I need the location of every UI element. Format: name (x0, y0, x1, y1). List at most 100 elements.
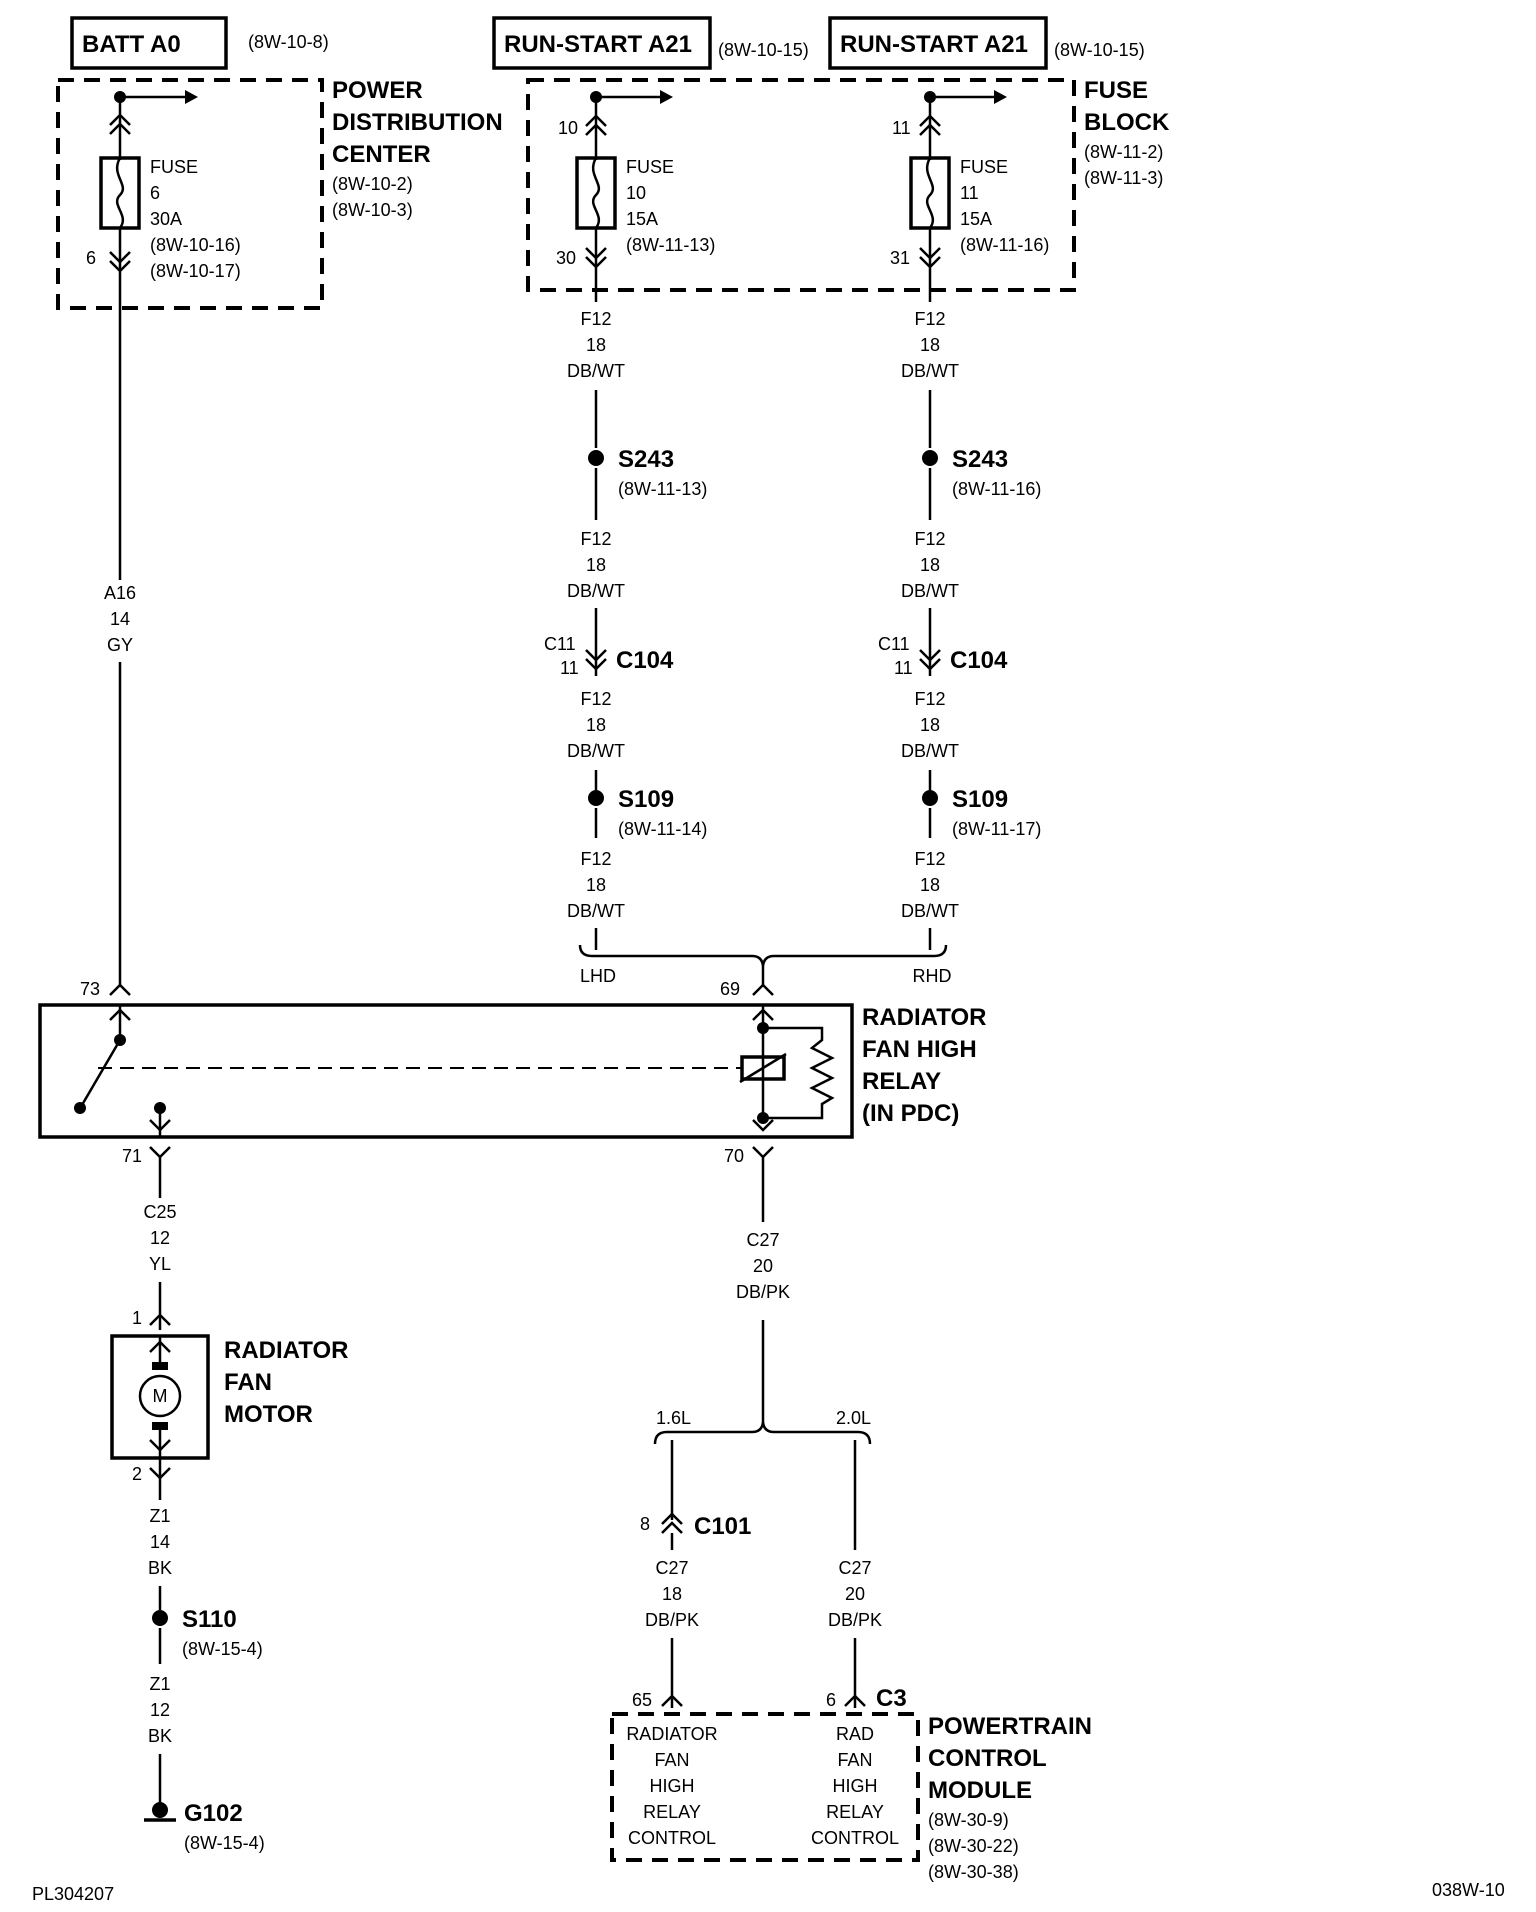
c104-rhd-cavity: C11 (878, 634, 910, 654)
relay-pin-73: 73 (80, 979, 100, 999)
s243-lhd-ref: (8W-11-13) (618, 479, 707, 499)
rhd-label: RHD (913, 966, 952, 986)
wire-c27-main-circuit: C27 (746, 1230, 779, 1250)
g102-label: G102 (184, 1800, 243, 1827)
wire-c27-main-gauge: 20 (753, 1256, 773, 1276)
c104-rhd-label: C104 (950, 647, 1008, 674)
wire-c27-main-color: DB/PK (736, 1282, 790, 1302)
batt-a0-ref: (8W-10-8) (248, 32, 329, 52)
fuse-11 (909, 156, 951, 230)
splice-s243-lhd (588, 450, 604, 466)
rhd-w1-gauge: 18 (920, 335, 940, 355)
wire-z1-b-circuit: Z1 (149, 1674, 170, 1694)
s109-rhd-ref: (8W-11-17) (952, 819, 1041, 839)
pcm-left-ctrl-4: RELAY (643, 1802, 701, 1822)
pcm-right-ctrl-4: RELAY (826, 1802, 884, 1822)
rhd-w1-circuit: F12 (914, 309, 945, 329)
fuse6-rating: 30A (150, 209, 182, 229)
run-start-source-1: RUN-START A21 (8W-10-15) (492, 16, 809, 70)
powertrain-control-module: POWERTRAIN CONTROL MODULE (8W-30-9) (8W-… (610, 1712, 1092, 1882)
run-start-label-2: RUN-START A21 (840, 31, 1028, 58)
wire-z1-a-circuit: Z1 (149, 1506, 170, 1526)
relay-title-3: RELAY (862, 1068, 941, 1095)
fuse6-ref-2: (8W-10-17) (150, 261, 241, 281)
g102-ref: (8W-15-4) (184, 1833, 265, 1853)
fuse6-ref-1: (8W-10-16) (150, 235, 241, 255)
relay-title-1: RADIATOR (862, 1004, 986, 1031)
c101-label: C101 (694, 1513, 751, 1540)
s110-label: S110 (182, 1606, 237, 1633)
pdc-title-line1: POWER (332, 77, 423, 104)
rhd-branch: F12 18 DB/WT S243 (8W-11-16) F12 18 DB/W… (878, 290, 1041, 986)
pcm-ref-2: (8W-30-22) (928, 1836, 1019, 1856)
batt-a0-label: BATT A0 (82, 31, 181, 58)
s243-rhd-label: S243 (952, 446, 1008, 473)
power-distribution-center: POWER DISTRIBUTION CENTER (8W-10-2) (8W-… (56, 77, 503, 310)
wire-c27-16l-circuit: C27 (655, 1558, 688, 1578)
wire-a16-circuit: A16 (104, 583, 136, 603)
fan-motor-title-3: MOTOR (224, 1401, 313, 1428)
fuse-block-title-1: FUSE (1084, 77, 1148, 104)
fan-motor-pin-2: 2 (132, 1464, 142, 1484)
fuse10-number: 10 (626, 183, 646, 203)
pcm-ref-3: (8W-30-38) (928, 1862, 1019, 1882)
wire-z1-a-color: BK (148, 1558, 172, 1578)
wire-c27-16l-gauge: 18 (662, 1584, 682, 1604)
pcm-right-ctrl-5: CONTROL (811, 1828, 899, 1848)
motor-symbol: M (153, 1386, 168, 1406)
fuse11-label: FUSE (960, 157, 1008, 177)
pcm-left-ctrl-3: HIGH (650, 1776, 695, 1796)
fuse10-pin-in: 10 (558, 118, 578, 138)
s243-rhd-ref: (8W-11-16) (952, 479, 1041, 499)
lhd-branch: F12 18 DB/WT S243 (8W-11-13) F12 18 DB/W… (544, 290, 707, 986)
pcm-pin-65: 65 (632, 1690, 652, 1710)
wire-c27-16l-color: DB/PK (645, 1610, 699, 1630)
run-start-ref-2: (8W-10-15) (1054, 40, 1145, 60)
pcm-pin-6: 6 (826, 1690, 836, 1710)
c104-lhd-pin: 11 (560, 658, 579, 678)
rhd-w3-color: DB/WT (901, 741, 959, 761)
relay-pin-70: 70 (724, 1146, 744, 1166)
splice-s243-rhd (922, 450, 938, 466)
fuse10-label: FUSE (626, 157, 674, 177)
footer-drawing-id: PL304207 (32, 1884, 114, 1904)
run-start-label-1: RUN-START A21 (504, 31, 692, 58)
c104-rhd-pin: 11 (894, 658, 913, 678)
s243-lhd-label: S243 (618, 446, 674, 473)
s109-rhd-label: S109 (952, 786, 1008, 813)
engine-2-0l-label: 2.0L (836, 1408, 871, 1428)
rhd-w3-gauge: 18 (920, 715, 940, 735)
radiator-fan-motor: RADIATOR FAN MOTOR M (110, 1334, 348, 1460)
splice-s109-rhd (922, 790, 938, 806)
pcm-title-1: POWERTRAIN (928, 1713, 1092, 1740)
s109-lhd-label: S109 (618, 786, 674, 813)
rhd-w2-color: DB/WT (901, 581, 959, 601)
c101-pin: 8 (640, 1514, 650, 1534)
run-start-source-2: RUN-START A21 (8W-10-15) (828, 16, 1145, 70)
lhd-w3-color: DB/WT (567, 741, 625, 761)
lhd-w4-circuit: F12 (580, 849, 611, 869)
s109-lhd-ref: (8W-11-14) (618, 819, 707, 839)
fuse10-ref: (8W-11-13) (626, 235, 715, 255)
wire-a16-color: GY (107, 635, 133, 655)
pcm-title-3: MODULE (928, 1777, 1032, 1804)
fuse10-rating: 15A (626, 209, 658, 229)
fuse-block: FUSE BLOCK (8W-11-2) (8W-11-3) 10 FUSE 1… (526, 77, 1170, 292)
run-start-ref-1: (8W-10-15) (718, 40, 809, 60)
batt-a0-source: BATT A0 (8W-10-8) (70, 16, 329, 70)
fuse11-pin-out: 31 (890, 248, 910, 268)
fuse6-label: FUSE (150, 157, 198, 177)
lhd-w2-gauge: 18 (586, 555, 606, 575)
wire-a16-gauge: 14 (110, 609, 130, 629)
relay-pin-71: 71 (122, 1146, 142, 1166)
fuse-10 (575, 156, 617, 230)
pcm-connector-c3: C3 (876, 1685, 907, 1712)
fan-motor-pin-1: 1 (132, 1308, 142, 1328)
fuse-block-ref-1: (8W-11-2) (1084, 142, 1163, 162)
rhd-w2-circuit: F12 (914, 529, 945, 549)
rhd-w4-color: DB/WT (901, 901, 959, 921)
lhd-w1-color: DB/WT (567, 361, 625, 381)
rhd-w3-circuit: F12 (914, 689, 945, 709)
lhd-w2-color: DB/WT (567, 581, 625, 601)
lhd-w4-gauge: 18 (586, 875, 606, 895)
